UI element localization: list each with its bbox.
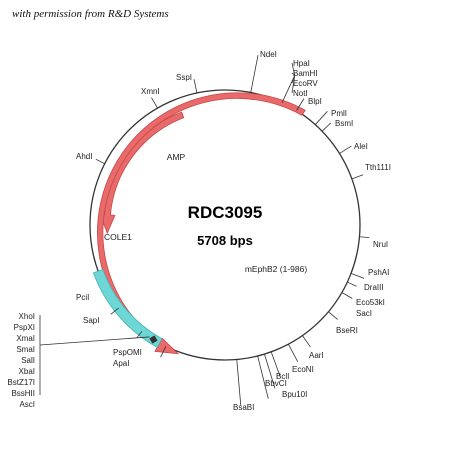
site-tick-eco53ki xyxy=(341,292,353,299)
site-label-nrui: NruI xyxy=(373,240,388,249)
site-tick-bsabi xyxy=(236,359,242,406)
site-label-bpu10i: Bpu10I xyxy=(282,390,307,399)
site-label-xbai: XbaI xyxy=(19,367,35,376)
site-label-pcii: PciI xyxy=(76,293,89,302)
site-label-aari: AarI xyxy=(309,351,324,360)
site-tick-pshai xyxy=(350,273,365,279)
site-tick-tth111i xyxy=(351,174,364,180)
site-label-blpi: BlpI xyxy=(308,97,322,106)
site-label-pspxi: PspXI xyxy=(14,323,35,332)
site-tick-bbvci xyxy=(264,353,276,389)
site-label-hpai: HpaI xyxy=(293,59,310,68)
site-tick-sspi xyxy=(193,79,198,94)
site-tick-bcli xyxy=(270,351,281,377)
site-tick-econi xyxy=(288,344,299,363)
site-label-xmni: XmnI xyxy=(141,87,160,96)
site-label-xhoi: XhoI xyxy=(19,312,35,321)
site-label-pmli: PmlI xyxy=(331,109,347,118)
site-label-alei: AleI xyxy=(354,142,368,151)
site-tick-xmni xyxy=(151,97,158,109)
feature-layer: AMP mEphB2 (1-986) COLE1 xyxy=(92,92,308,355)
site-marker xyxy=(149,335,158,344)
site-label-ahdi: AhdI xyxy=(76,152,92,161)
site-label-bseri: BseRI xyxy=(336,326,358,335)
site-label-saci: SacI xyxy=(356,309,372,318)
site-label-sali: SalI xyxy=(21,356,35,365)
site-label-bcli: BclI xyxy=(276,372,289,381)
cole1-feature-label: COLE1 xyxy=(104,232,132,242)
site-label-pspomi: PspOMI xyxy=(113,348,142,357)
site-tick-aari xyxy=(302,335,311,348)
amp-feature-label: AMP xyxy=(167,152,186,162)
site-tick-ndei xyxy=(250,55,259,93)
mephb2-feature-arrow xyxy=(97,92,306,355)
permission-caption: with permission from R&D Systems xyxy=(12,8,169,20)
site-tick-draiii xyxy=(347,281,357,287)
plasmid-backbone xyxy=(89,89,361,361)
site-tick-bsmi xyxy=(321,122,332,132)
site-label-bsabi: BsaBI xyxy=(233,403,254,412)
site-label-apai: ApaI xyxy=(113,359,129,368)
site-label-noti: NotI xyxy=(293,89,308,98)
site-label-draiii: DraIII xyxy=(364,283,384,292)
cole1-feature-box xyxy=(92,268,163,348)
site-tick-pcii xyxy=(110,307,119,315)
site-tick-alei xyxy=(339,145,352,154)
site-label-pshai: PshAI xyxy=(368,268,389,277)
mephb2-feature-label: mEphB2 (1-986) xyxy=(245,264,308,274)
site-label-smai: SmaI xyxy=(16,345,35,354)
site-tick-nrui xyxy=(359,236,370,239)
site-tick-ahdi xyxy=(95,158,105,165)
site-label-tth111i: Tth111I xyxy=(365,163,391,172)
site-tick-bseri xyxy=(328,311,338,320)
site-tick-bpu10i xyxy=(257,355,269,399)
site-label-bstz17i: BstZ17I xyxy=(7,378,35,387)
site-label-eco53ki: Eco53kI xyxy=(356,298,385,307)
site-label-ndei: NdeI xyxy=(260,50,277,59)
plasmid-name: RDC3095 xyxy=(188,203,263,222)
site-leader-noti xyxy=(291,75,296,94)
site-label-asci: AscI xyxy=(19,400,35,409)
site-tick-pspomi xyxy=(160,346,167,358)
site-label-bamhi: BamHI xyxy=(293,69,317,78)
site-leader-hpai xyxy=(291,62,296,76)
site-leader-bamhi xyxy=(291,72,295,76)
site-label-bsshii: BssHII xyxy=(11,389,35,398)
site-label-sspi: SspI xyxy=(176,73,192,82)
site-label-ecorv: EcoRV xyxy=(293,79,318,88)
site-tick-blpi xyxy=(296,98,305,111)
site-tick-cluster1 xyxy=(281,75,296,103)
site-label-sapi: SapI xyxy=(83,316,99,325)
site-label-econi: EcoNI xyxy=(292,365,314,374)
site-tick-pmli xyxy=(315,111,328,125)
site-label-bbvci: BbvCI xyxy=(265,379,287,388)
site-leader-mcs xyxy=(39,336,150,346)
plasmid-size: 5708 bps xyxy=(197,233,253,248)
site-label-bsmi: BsmI xyxy=(335,119,353,128)
site-label-xmai: XmaI xyxy=(16,334,35,343)
site-tick-sapi xyxy=(136,331,143,338)
